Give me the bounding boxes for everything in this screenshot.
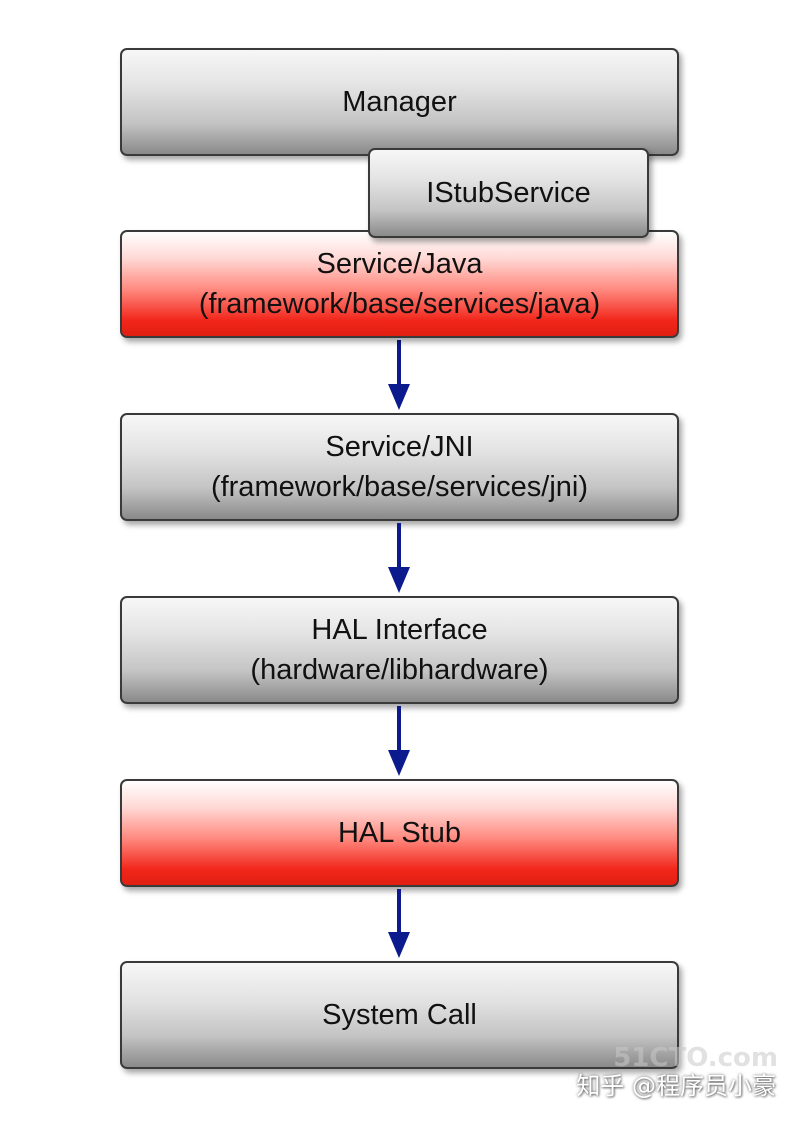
service-java-label: Service/Java — [316, 248, 483, 280]
istubservice-box: IStubService — [368, 148, 649, 238]
istubservice-label: IStubService — [426, 177, 591, 209]
hal-interface-label: HAL Interface — [311, 614, 488, 646]
hal-stub-box: HAL Stub — [120, 779, 679, 887]
arrow-jni-to-hal-interface — [388, 523, 410, 593]
hal-stub-label: HAL Stub — [337, 817, 462, 849]
system-call-box: System Call — [120, 961, 679, 1069]
system-call-label: System Call — [322, 999, 477, 1031]
arrow-hal-interface-to-stub — [388, 706, 410, 776]
service-java-path: (framework/base/services/java) — [198, 288, 601, 320]
arrow-stub-to-system-call — [388, 889, 410, 958]
service-jni-label: Service/JNI — [325, 431, 474, 463]
service-java-box: Service/Java (framework/base/services/ja… — [120, 230, 679, 338]
hal-interface-path: (hardware/libhardware) — [250, 654, 549, 686]
hal-interface-box: HAL Interface (hardware/libhardware) — [120, 596, 679, 704]
arrow-java-to-jni — [388, 340, 410, 410]
manager-label: Manager — [342, 86, 457, 118]
author-watermark: 知乎 @程序员小豪 — [576, 1072, 776, 1100]
service-jni-path: (framework/base/services/jni) — [210, 471, 589, 503]
site-watermark: 51CTO.com — [613, 1043, 778, 1073]
service-jni-box: Service/JNI (framework/base/services/jni… — [120, 413, 679, 521]
manager-box: Manager — [120, 48, 679, 156]
